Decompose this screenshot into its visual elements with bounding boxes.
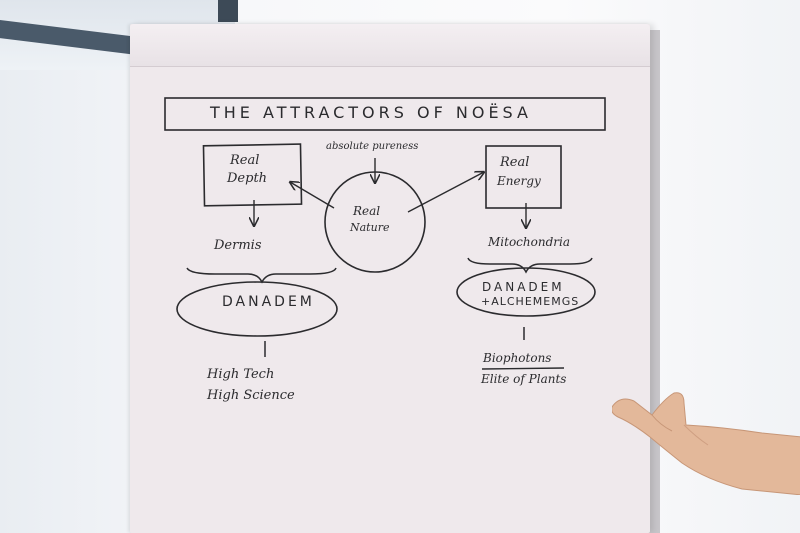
- chart-title: THE ATTRACTORS OF NOËSA: [210, 103, 532, 122]
- window-post: [218, 0, 238, 22]
- circle-line-2: Nature: [350, 221, 390, 234]
- right-ellipse-line-1: DANADEM: [482, 280, 565, 294]
- biophotons-label: Biophotons: [483, 351, 552, 365]
- right-box-line-2: Energy: [497, 174, 541, 188]
- left-box-line-2: Depth: [227, 171, 268, 186]
- flipchart-top-binding: [130, 24, 650, 67]
- circle-line-1: Real: [353, 204, 381, 218]
- right-ellipse: [456, 267, 596, 317]
- arrow-to-left-box: [290, 182, 335, 209]
- high-science-label: High Science: [207, 388, 295, 403]
- mitochondria-label: Mitochondria: [488, 235, 570, 249]
- right-box-line-1: Real: [500, 155, 530, 170]
- arrow-to-right-box: [407, 172, 484, 213]
- flipchart-pad: [130, 24, 650, 533]
- elite-of-plants-label: Elite of Plants: [481, 372, 567, 386]
- left-box: [202, 143, 303, 207]
- high-tech-label: High Tech: [207, 367, 275, 382]
- left-ellipse-label: DANADEM: [222, 294, 315, 310]
- left-box-line-1: Real: [230, 153, 260, 168]
- hand-holding-pad: [612, 392, 800, 495]
- title-frame: [164, 97, 606, 131]
- right-brace: [467, 257, 593, 274]
- right-ellipse-line-2: +ALCHEMEMGS: [481, 295, 580, 308]
- left-ellipse: [176, 281, 338, 337]
- biophotons-underline: [481, 367, 565, 370]
- left-brace: [186, 267, 337, 284]
- dermis-label: Dermis: [214, 238, 262, 253]
- absolute-pureness-label: absolute pureness: [326, 141, 419, 152]
